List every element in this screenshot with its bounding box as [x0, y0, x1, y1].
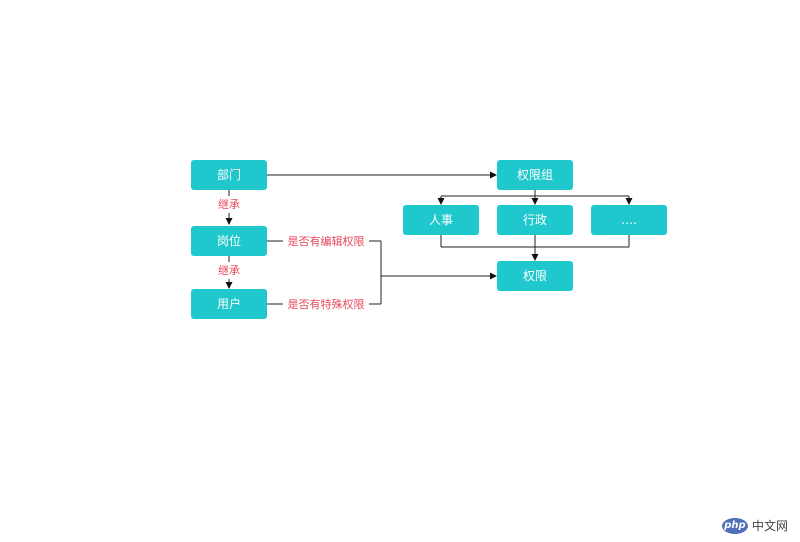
- node-more-label: ….: [621, 213, 637, 227]
- node-permission-group-label: 权限组: [517, 168, 553, 182]
- arrow-head: [490, 272, 497, 280]
- node-hr: 人事: [403, 205, 479, 235]
- node-permission-group: 权限组: [497, 160, 573, 190]
- arrow-head: [531, 198, 539, 205]
- node-hr-label: 人事: [429, 213, 453, 227]
- arrow-head: [490, 171, 497, 179]
- node-user-label: 用户: [217, 296, 241, 311]
- arrow-head: [531, 254, 539, 261]
- edge-label-inherit-2: 继承: [218, 264, 240, 277]
- arrow-head: [437, 198, 445, 205]
- edge-label-special-permission: 是否有特殊权限: [288, 297, 365, 311]
- node-permission-label: 权限: [523, 269, 547, 283]
- node-department: 部门: [191, 160, 267, 190]
- arrow-head: [225, 282, 233, 289]
- node-admin: 行政: [497, 205, 573, 235]
- arrow-head: [625, 198, 633, 205]
- watermark: php 中文网: [721, 517, 788, 534]
- node-department-label: 部门: [217, 167, 241, 182]
- node-position: 岗位: [191, 226, 267, 256]
- edge-label-inherit-1: 继承: [218, 198, 240, 211]
- watermark-site-text: 中文网: [751, 519, 788, 533]
- node-admin-label: 行政: [523, 213, 547, 227]
- node-position-label: 岗位: [217, 233, 241, 248]
- node-more: ….: [591, 205, 667, 235]
- edge-label-edit-permission: 是否有编辑权限: [288, 234, 365, 248]
- node-permission: 权限: [497, 261, 573, 291]
- php-logo-icon: php: [721, 517, 748, 534]
- arrow-head: [225, 218, 233, 225]
- node-user: 用户: [191, 289, 267, 319]
